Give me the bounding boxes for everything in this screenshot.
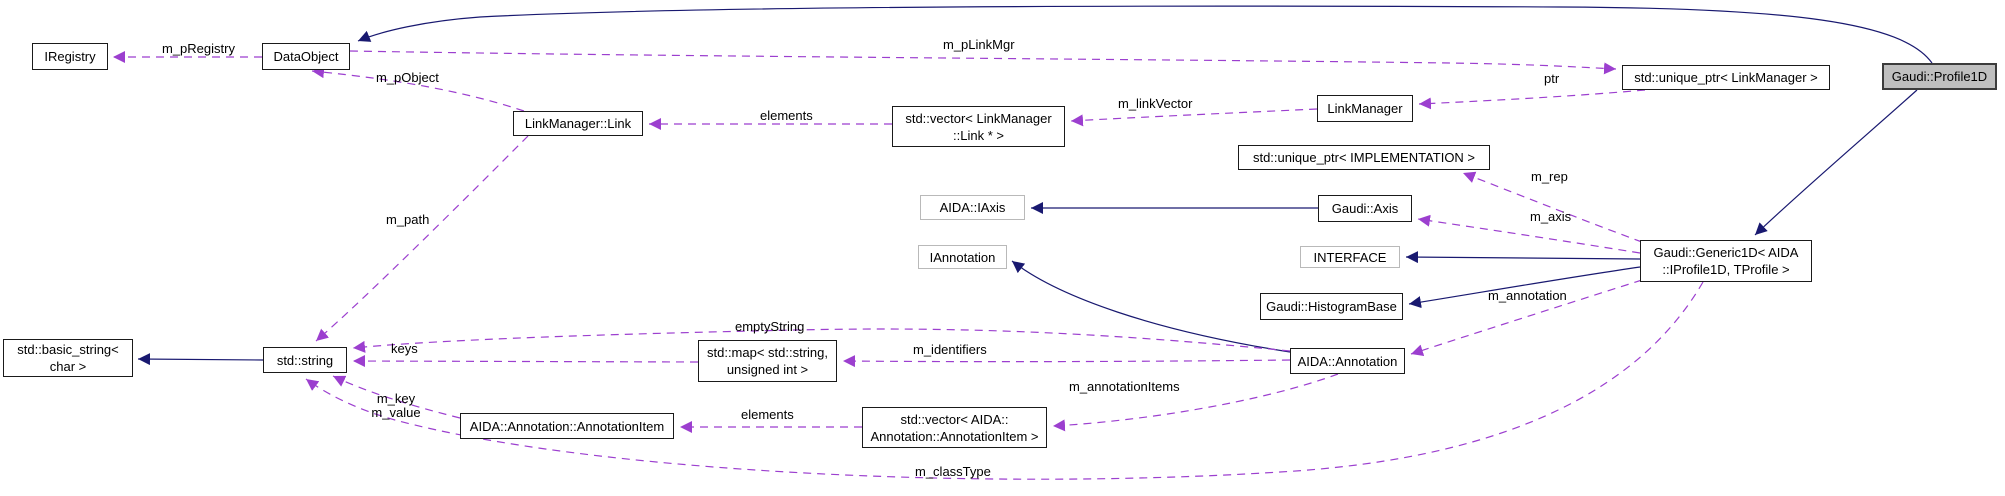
- edge-usage-m-rep: [1462, 171, 1643, 243]
- edge-label-m-rep: m_rep: [1531, 169, 1568, 184]
- node-linkmanager[interactable]: LinkManager: [1317, 95, 1413, 122]
- edge-usage-m-plinkmgr: [349, 50, 1617, 75]
- node-iannotation: IAnnotation: [918, 245, 1007, 269]
- edge-usage-m-identifiers: [842, 355, 1291, 368]
- edge-usage-m-annotationitems: [1052, 373, 1339, 432]
- edge-usage-m-pobject: [311, 66, 525, 112]
- edge-usage-m-classtype: [305, 281, 1704, 480]
- node-interface: INTERFACE: [1300, 246, 1400, 268]
- edge-label-m-pregistry: m_pRegistry: [162, 41, 235, 56]
- edge-inherit-annotation-iannotation: [1011, 260, 1291, 353]
- edge-inherit-profile1d-generic1d: [1754, 89, 1918, 236]
- edge-label-m-path: m_path: [386, 212, 430, 227]
- edge-usage-m-axis: [1417, 214, 1641, 254]
- node-map-string-uint[interactable]: std::map< std::string, unsigned int >: [698, 340, 837, 382]
- node-unique-ptr-implementation[interactable]: std::unique_ptr< IMPLEMENTATION >: [1238, 145, 1490, 170]
- edge-label-m-plinkmgr: m_pLinkMgr: [943, 37, 1015, 52]
- node-std-string[interactable]: std::string: [263, 347, 347, 373]
- node-aida-iaxis: AIDA::IAxis: [920, 195, 1025, 220]
- edge-inherit-generic1d-interface: [1405, 251, 1641, 264]
- edge-usage-m-linkvector: [1070, 108, 1318, 127]
- edge-label-m-classtype: m_classType: [915, 464, 991, 479]
- node-vector-linkmanager-link[interactable]: std::vector< LinkManager ::Link * >: [892, 106, 1065, 147]
- node-gaudi-profile1d: Gaudi::Profile1D: [1882, 63, 1997, 90]
- node-iregistry[interactable]: IRegistry: [32, 43, 108, 70]
- node-gaudi-histogrambase[interactable]: Gaudi::HistogramBase: [1260, 293, 1403, 320]
- edge-label-m-annotationitems: m_annotationItems: [1069, 379, 1180, 394]
- edge-label-m-pobject: m_pObject: [376, 70, 439, 85]
- node-aida-annotation[interactable]: AIDA::Annotation: [1290, 348, 1405, 374]
- edge-usage-emptystring: [352, 328, 1291, 353]
- node-linkmanager-link[interactable]: LinkManager::Link: [513, 111, 643, 136]
- edge-usage-m-key-m-value: [332, 375, 461, 419]
- edge-label-keys: keys: [391, 341, 418, 356]
- edge-label-m-annotation: m_annotation: [1488, 288, 1567, 303]
- edge-usage-keys: [352, 355, 699, 368]
- node-aida-annotationitem[interactable]: AIDA::Annotation::AnnotationItem: [460, 413, 674, 439]
- edge-inherit-string-basicstring: [137, 353, 264, 366]
- node-basic-string-char[interactable]: std::basic_string< char >: [3, 339, 133, 377]
- edge-inherit-profile1d-dataobject: [357, 5, 1933, 64]
- node-unique-ptr-linkmanager[interactable]: std::unique_ptr< LinkManager >: [1622, 65, 1830, 90]
- edge-label-m-identifiers: m_identifiers: [913, 342, 987, 357]
- edge-label-emptystring: emptyString: [735, 319, 805, 334]
- edge-usage-m-path: [315, 135, 529, 342]
- edge-usage-ptr: [1418, 89, 1646, 110]
- edge-label-m-key-m-value: m_key m_value: [371, 391, 421, 420]
- edge-inherit-generic1d-histogrambase: [1408, 266, 1641, 309]
- node-dataobject[interactable]: DataObject: [262, 43, 350, 70]
- edge-label-elements-links: elements: [760, 108, 813, 123]
- edge-label-elements-annotationitems: elements: [741, 407, 794, 422]
- node-gaudi-axis[interactable]: Gaudi::Axis: [1318, 195, 1412, 222]
- edge-usage-m-annotation: [1410, 279, 1643, 357]
- edge-label-m-linkvector: m_linkVector: [1118, 96, 1193, 111]
- node-vector-annotationitem[interactable]: std::vector< AIDA:: Annotation::Annotati…: [862, 407, 1047, 448]
- edge-label-m-axis: m_axis: [1530, 209, 1572, 224]
- node-gaudi-generic1d[interactable]: Gaudi::Generic1D< AIDA ::IProfile1D, TPr…: [1640, 240, 1812, 282]
- edge-label-ptr: ptr: [1544, 71, 1560, 86]
